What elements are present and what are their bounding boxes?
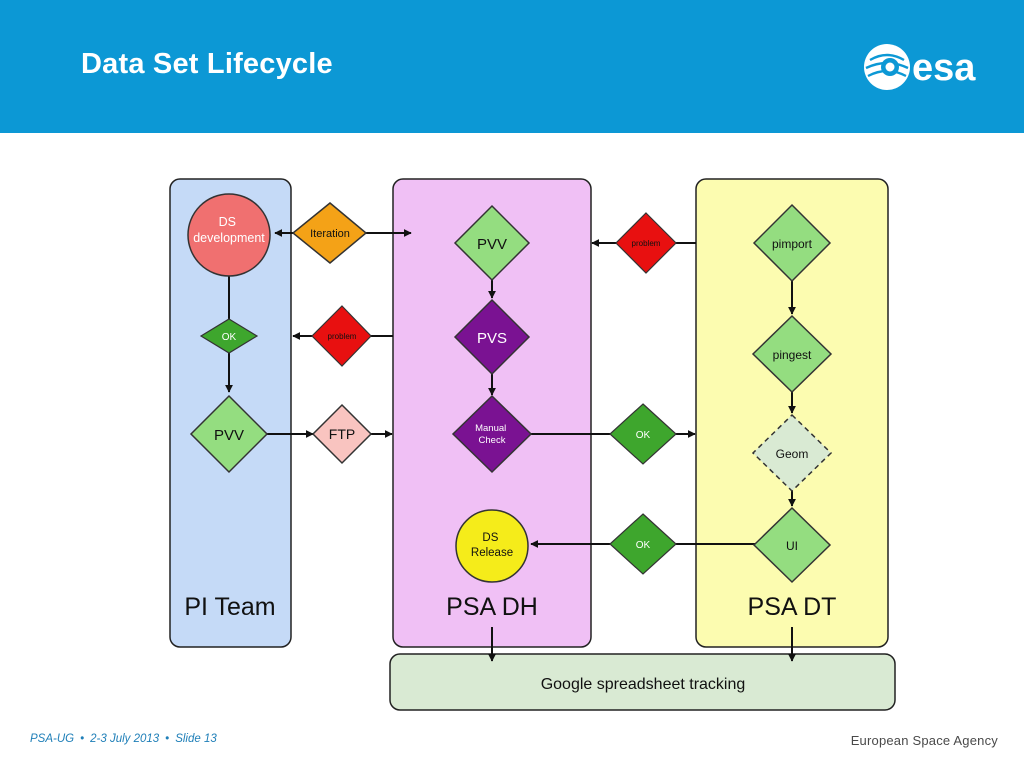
node-ui-label: UI (786, 539, 798, 553)
esa-logo-text: esa (912, 47, 976, 89)
node-pvv-pi-label: PVV (214, 427, 244, 444)
node-pimport (752, 203, 832, 283)
node-iteration (291, 202, 368, 264)
node-pvv-dh-label: PVV (477, 236, 507, 253)
node-ok-pi (199, 318, 259, 354)
footer-event: PSA-UG (30, 733, 75, 745)
node-manual-check (451, 394, 533, 474)
node-ui (752, 506, 832, 584)
node-geom (751, 413, 833, 493)
node-ftp (311, 403, 373, 465)
node-ds-release-label: DS Release (471, 532, 513, 559)
node-pingest (751, 314, 833, 394)
slide-title: Data Set Lifecycle (81, 48, 333, 80)
node-pvv-dh (453, 204, 531, 282)
tracking-box (389, 653, 896, 711)
node-problem-pi (311, 305, 372, 367)
node-iteration-label: Iteration (310, 228, 350, 240)
connectors (225, 229, 796, 662)
footer-bullet: • (80, 733, 85, 745)
node-ok-pi-label: OK (222, 332, 237, 343)
node-ds-development (187, 193, 271, 277)
esa-logo: esa (864, 44, 976, 90)
node-pvs-label: PVS (477, 330, 507, 347)
node-manual-check-label: Manual Check (475, 423, 509, 446)
node-problem-dt (615, 212, 677, 274)
footer-date: 2-3 July 2013 (90, 733, 160, 745)
lane-label-psa-dt: PSA DT (748, 593, 837, 621)
esa-logo-emblem (864, 44, 910, 90)
node-ok-lower-label: OK (636, 540, 651, 551)
footer-bullet: • (165, 733, 170, 745)
node-ds-development-label: DS development (193, 215, 265, 245)
header-banner (0, 0, 1024, 133)
node-geom-label: Geom (776, 447, 809, 461)
node-problem-dt-label: problem (632, 239, 661, 248)
node-pimport-label: pimport (772, 237, 813, 251)
node-pingest-label: pingest (773, 348, 812, 362)
lane-label-psa-dh: PSA DH (446, 593, 538, 621)
node-ds-release (455, 509, 529, 583)
tracking-label: Google spreadsheet tracking (541, 676, 746, 693)
node-ok-upper-label: OK (636, 430, 651, 441)
node-ok-upper (609, 403, 677, 465)
footer-slide-number: Slide 13 (175, 733, 217, 745)
footer-agency: European Space Agency (850, 733, 998, 748)
node-pvv-pi (189, 394, 269, 474)
node-pvs (453, 298, 531, 376)
node-ftp-label: FTP (329, 426, 355, 442)
lane-label-pi-team: PI Team (184, 593, 275, 621)
node-ok-lower (609, 513, 677, 575)
node-problem-pi-label: problem (328, 332, 357, 341)
footer-info: PSA-UG • 2-3 July 2013 • Slide 13 (30, 733, 217, 745)
